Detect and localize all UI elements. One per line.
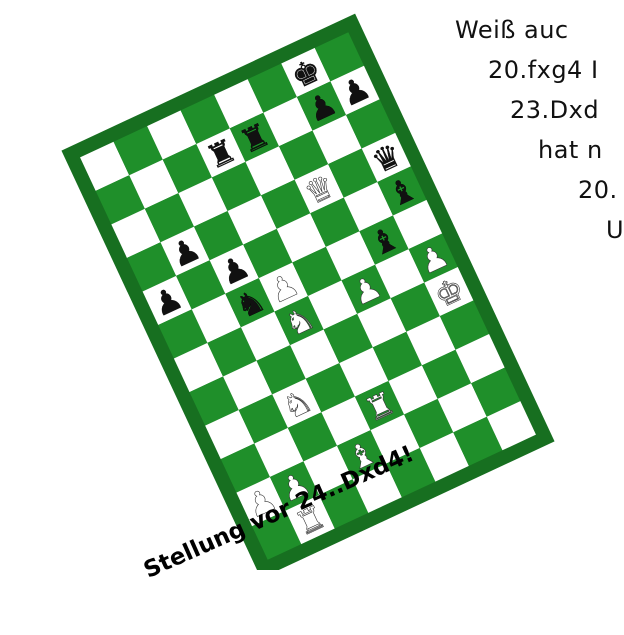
move-text-line: U xyxy=(606,216,624,244)
